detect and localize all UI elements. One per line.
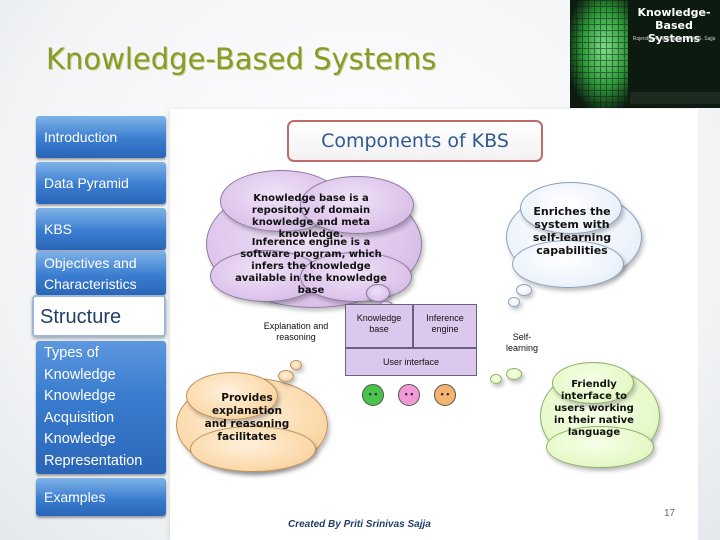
ie-description: Inference engine is a software program, … [235,237,387,296]
inference-engine-box [413,304,477,348]
nav-label: Structure [40,306,122,328]
book-cover-image: Knowledge-Based Systems Rajendra A. Aker… [570,0,720,108]
self-learning-label: Self-learning [505,332,539,353]
nav-knowledge-representation[interactable]: Knowledge Representation [44,431,143,469]
user-interface-box [345,348,477,376]
nav-structure-active[interactable]: Structure [32,295,166,337]
nav-introduction[interactable]: Introduction [36,116,166,158]
explanation-description: Provides explanation and reasoning facil… [204,392,290,443]
nav-kbs[interactable]: KBS [36,208,166,250]
nav-label: Data Pyramid [44,175,129,191]
page-number: 17 [664,508,676,519]
nav-label: Introduction [44,129,118,145]
smile-face-icon: • • [362,384,384,406]
nav-label: KBS [44,221,73,237]
knowledge-base-label: Knowledge base [356,313,402,334]
ui-description: Friendly interface to users working in t… [554,379,634,438]
nav-knowledge-acquisition[interactable]: Knowledge Acquisition [44,388,116,426]
slide-title: Knowledge-Based Systems [46,42,437,76]
nav-data-pyramid[interactable]: Data Pyramid [36,162,166,204]
cover-title: Knowledge-Based Systems [637,6,711,45]
cover-authors: Rajendra A. Akerkar and Priti S. Sajja [632,36,716,42]
self-learning-description: Enriches the system with self-learning c… [532,205,612,257]
nav-examples[interactable]: Examples [36,478,166,516]
explanation-label: Explanation and reasoning [263,321,329,342]
creator-credit: Created By Priti Srinivas Sajja [288,519,431,530]
nav-objectives[interactable]: Objectives and Characteristics [36,251,166,295]
user-interface-label: User interface [382,357,440,367]
inference-engine-label: Inference engine [426,313,464,334]
nav-group: Types of Knowledge Knowledge Acquisition… [36,341,166,474]
nav-label: Examples [44,489,106,505]
components-heading: Components of KBS [287,120,543,162]
nav-types-of-knowledge[interactable]: Types of Knowledge [44,345,116,383]
kb-description: Knowledge base is a repository of domain… [251,193,371,240]
neutral-face-icon: • • [398,384,420,406]
knowledge-base-box [345,304,413,348]
sad-face-icon: • • [434,384,456,406]
nav-label: Objectives and Characteristics [44,255,137,292]
